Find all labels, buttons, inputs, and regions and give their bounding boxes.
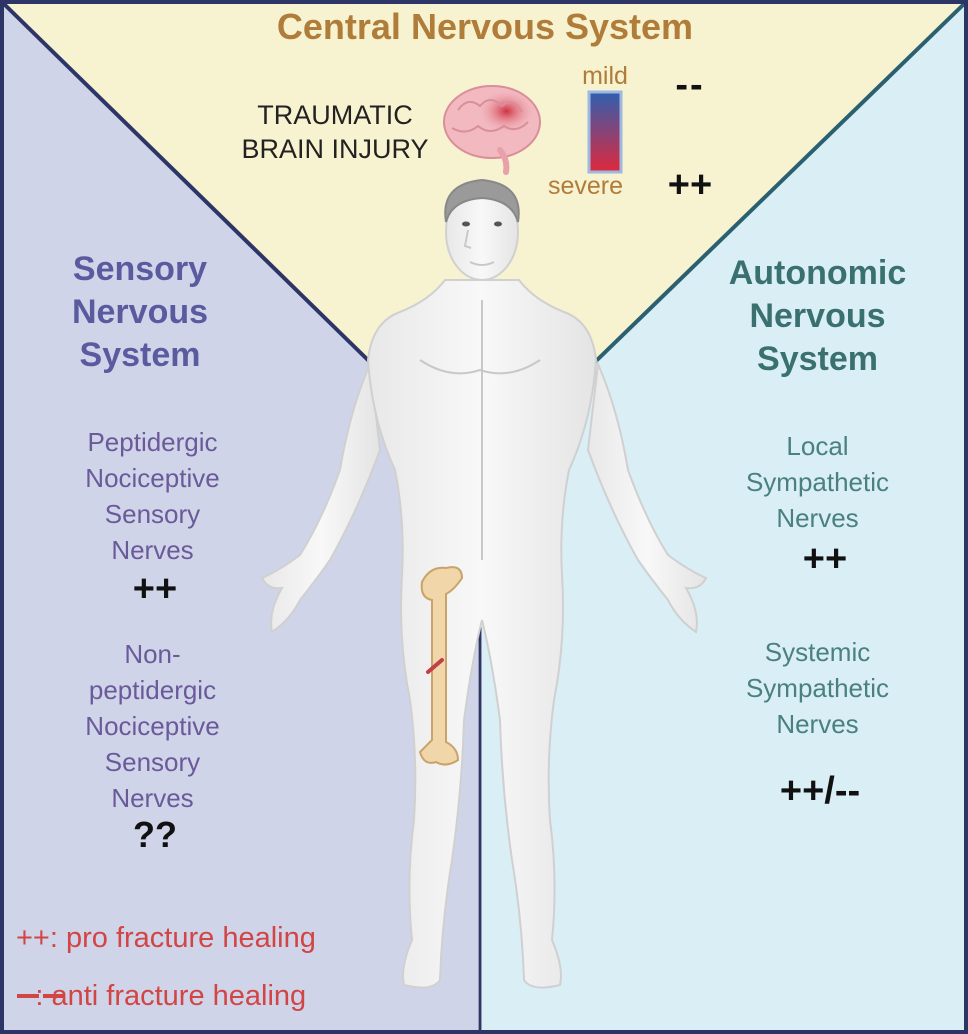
sensory-item-non-peptidergic: Non- peptidergic Nociceptive Sensory Ner… [40,636,265,816]
legend-pro-symbol: ++ [16,922,50,954]
item-line: Non- [124,639,181,669]
item-line: Local [786,431,849,461]
autonomic-title-line: Nervous [749,297,886,335]
severity-gradient-bar [587,90,623,174]
legend-pro: ++: pro fracture healing [16,922,316,955]
cns-title: Central Nervous System [276,6,694,47]
autonomic-local-effect: ++ [802,538,848,580]
item-line: Nerves [111,535,194,565]
item-line: Nerves [111,783,194,813]
legend-pro-text: : pro fracture healing [49,922,316,954]
sensory-title: Sensory Nervous System [30,248,250,377]
sensory-panel [4,4,478,1030]
item-line: Nociceptive [85,463,220,493]
item-line: peptidergic [88,675,217,705]
scale-mild-label: mild [582,62,628,90]
item-line: Sensory [104,747,201,777]
item-line: Sympathetic [745,673,890,703]
autonomic-item-local: Local Sympathetic Nerves [705,428,930,536]
autonomic-title: Autonomic Nervous System [700,252,935,381]
item-line: Nociceptive [85,711,220,741]
autonomic-title-line: Autonomic [728,254,907,292]
item-line: Nerves [776,503,859,533]
tbi-line-2: BRAIN INJURY [241,134,429,164]
sensory-peptidergic-effect: ++ [132,568,178,610]
item-line: Sympathetic [745,467,890,497]
cns-mild-effect: -- [675,64,705,106]
autonomic-systemic-effect: ++/-- [779,770,861,812]
item-line: Nerves [776,709,859,739]
legend-anti-text: : anti fracture healing [35,980,307,1012]
sensory-title-line: Nervous [71,293,209,331]
sensory-non-peptidergic-effect: ?? [133,814,177,855]
item-line: Peptidergic [87,427,218,457]
scale-severe-label: severe [548,172,624,200]
item-line: Systemic [764,637,871,667]
femur-fracture-icon [418,566,464,766]
tbi-label: TRAUMATIC BRAIN INJURY [210,98,460,166]
brain-icon [443,85,541,175]
sensory-title-line: System [79,336,201,374]
sensory-title-line: Sensory [72,250,208,288]
tbi-line-1: TRAUMATIC [257,100,413,130]
human-body-figure [260,178,708,989]
autonomic-panel [482,4,964,1030]
cns-severe-effect: ++ [667,164,713,206]
legend-anti-symbol: -- [16,980,35,1012]
autonomic-title-line: System [757,340,878,378]
legend-anti: --: anti fracture healing [16,980,306,1013]
sensory-item-peptidergic: Peptidergic Nociceptive Sensory Nerves [40,424,265,568]
item-line: Sensory [104,499,201,529]
autonomic-item-systemic: Systemic Sympathetic Nerves [705,634,930,742]
